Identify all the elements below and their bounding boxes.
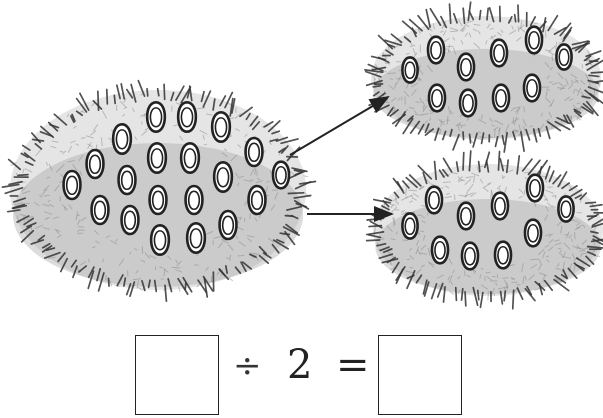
lower-nest (367, 151, 603, 309)
quotient-answer-box[interactable] (378, 335, 462, 415)
dividend-answer-box[interactable] (135, 335, 219, 415)
division-equation: ÷ 2 = (0, 330, 603, 418)
equals-sign: = (336, 342, 370, 388)
divide-sign: ÷ (233, 346, 262, 386)
large-nest (2, 81, 315, 302)
upper-nest (365, 2, 603, 152)
divisor-number: 2 (287, 342, 312, 388)
arrow-to-upper-nest (290, 97, 388, 155)
